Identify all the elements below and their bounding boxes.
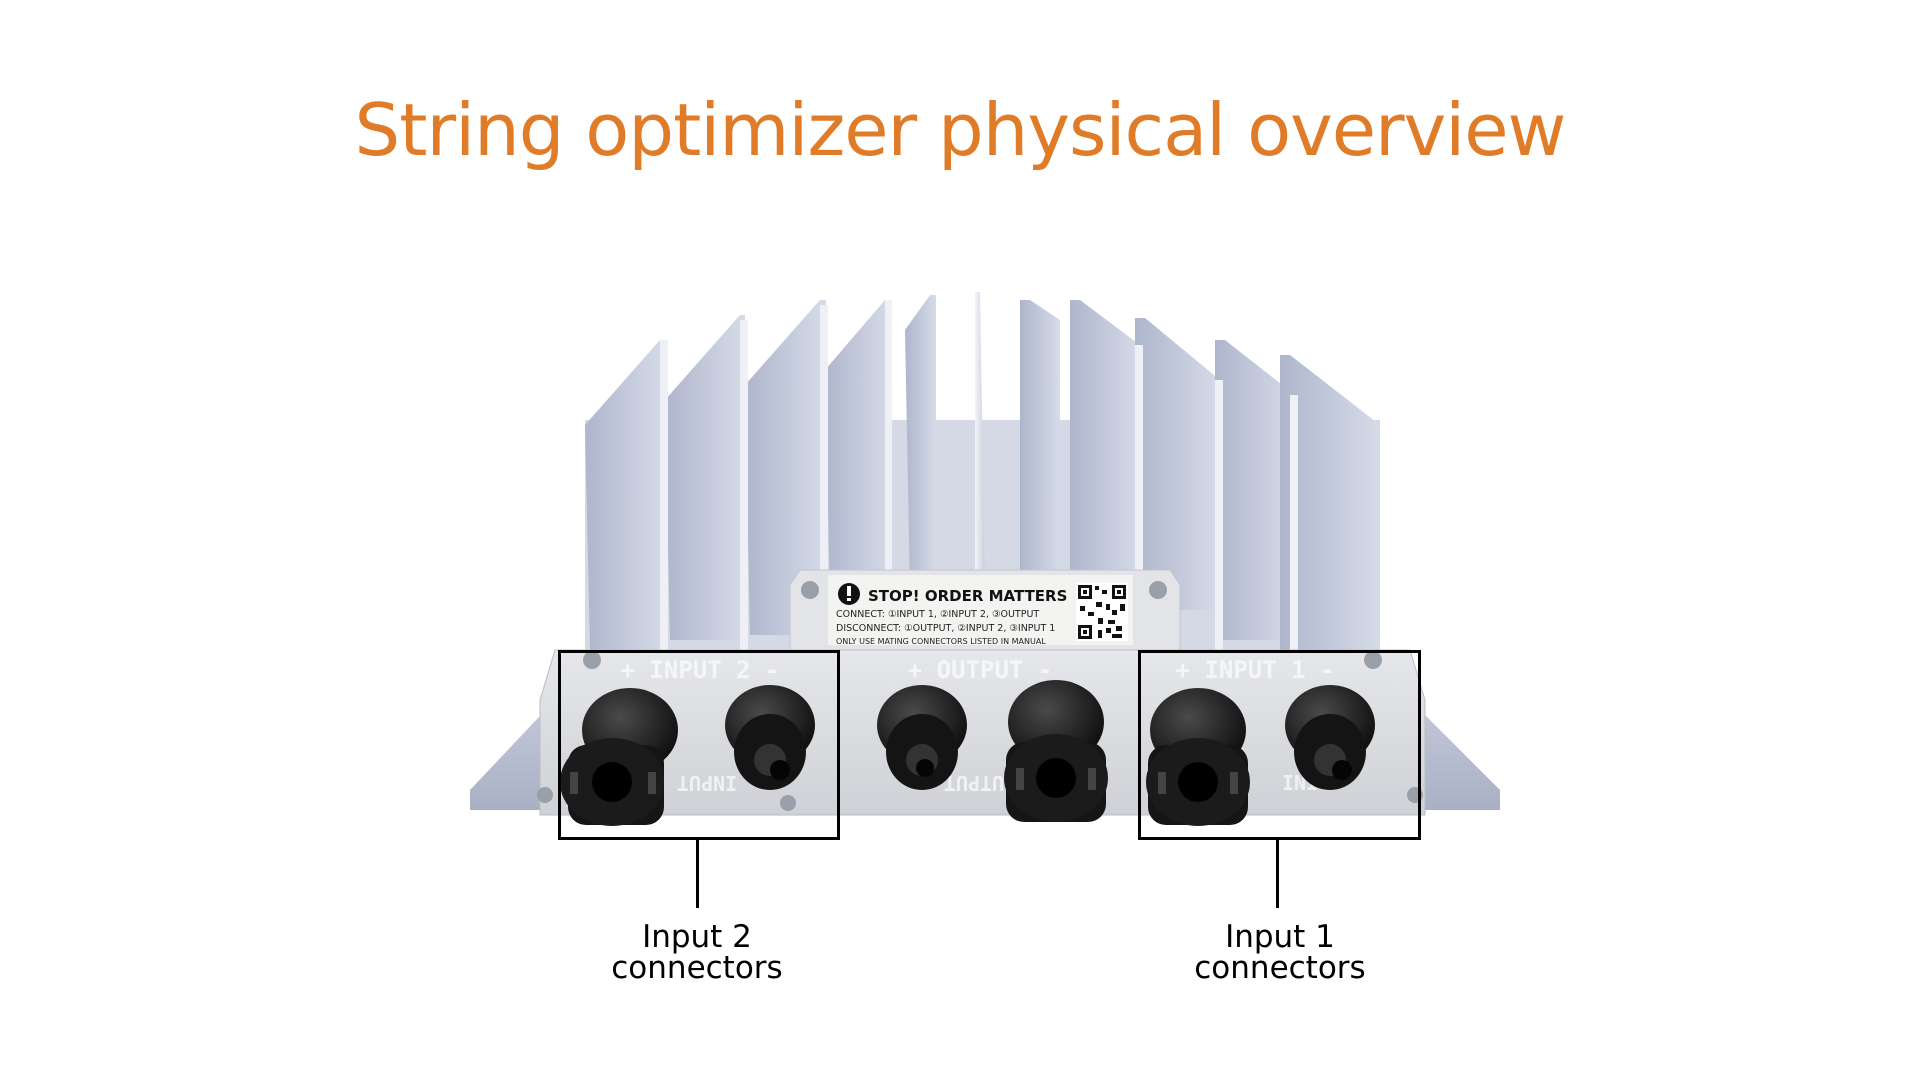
output-negative-connector [877, 685, 967, 790]
label-line-2: DISCONNECT: ①OUTPUT, ②INPUT 2, ③INPUT 1 [836, 623, 1055, 634]
input1-callout-box [1138, 650, 1421, 840]
input2-label-line1: Input 2 [642, 919, 752, 955]
input2-positive-connector [560, 688, 678, 826]
input1-label-line2: connectors [1194, 950, 1366, 986]
output-positive-connector [1004, 680, 1108, 822]
input1-positive-connector [1146, 688, 1250, 826]
input2-callout-label: Input 2 connectors [597, 922, 797, 984]
qr-code-icon [1076, 583, 1128, 641]
input2-negative-connector [725, 685, 815, 790]
input1-label-line1: Input 1 [1225, 919, 1335, 955]
port-label-output: + OUTPUT - [908, 656, 1053, 684]
port-label-output-mirrored: OUTPUT [944, 771, 1016, 795]
label-title: STOP! ORDER MATTERS [868, 587, 1067, 605]
port-label-input2: + INPUT 2 - [621, 656, 780, 684]
input2-callout-box [558, 650, 840, 840]
label-line-1: CONNECT: ①INPUT 1, ②INPUT 2, ③OUTPUT [836, 609, 1039, 620]
input2-leader-line [696, 840, 699, 908]
port-label-input1: + INPUT 1 - [1176, 656, 1335, 684]
heatsink-fins [585, 292, 1380, 665]
label-line-3: ONLY USE MATING CONNECTORS LISTED IN MAN… [836, 637, 1046, 646]
left-flange [470, 700, 555, 810]
input2-label-line2: connectors [611, 950, 783, 986]
port-label-input2-mirrored: INPUT 2 [653, 771, 737, 795]
input1-leader-line [1276, 840, 1279, 908]
input1-negative-connector [1285, 685, 1375, 790]
right-flange [1410, 700, 1500, 810]
input1-callout-label: Input 1 connectors [1180, 922, 1380, 984]
slide-title: String optimizer physical overview [354, 88, 1567, 172]
